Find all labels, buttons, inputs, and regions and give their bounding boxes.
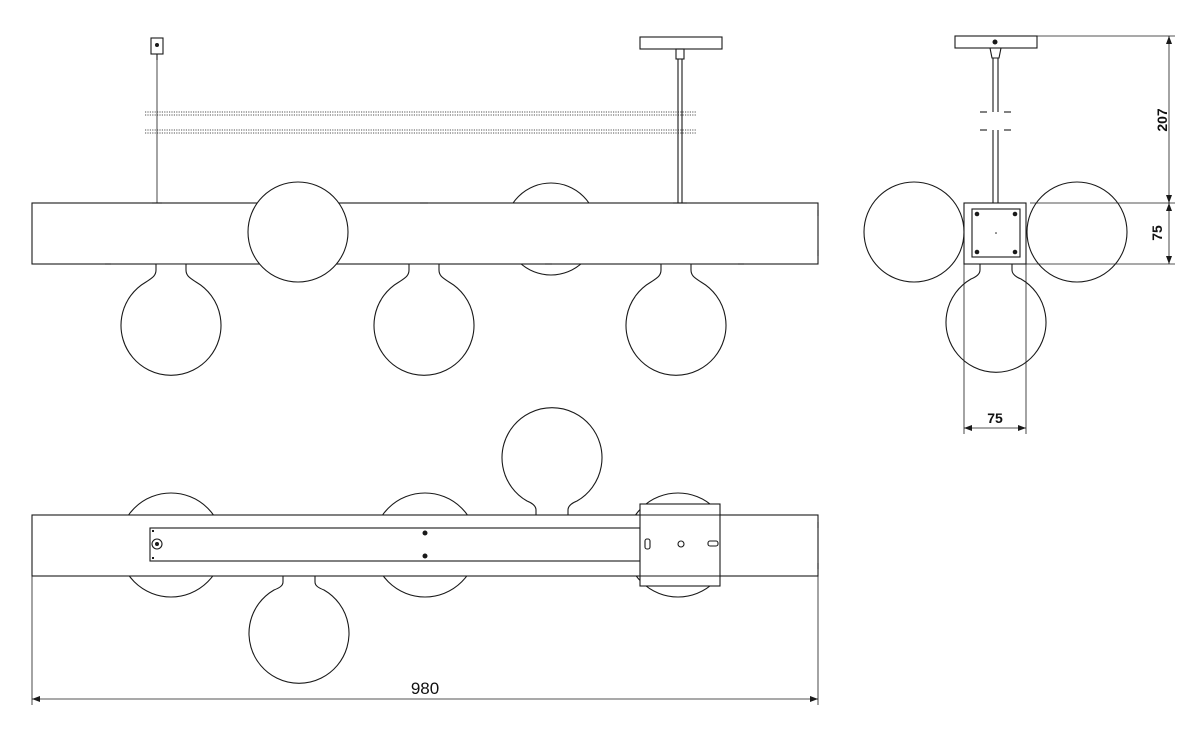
ceiling-canopy-side [954, 35, 1038, 49]
globe-hanging-2 [373, 263, 475, 376]
globe-upper-front-view [247, 181, 349, 283]
rail-screw-left [151, 538, 163, 550]
globe-side-bottom [945, 263, 1047, 373]
plan-view: 980 [31, 407, 819, 705]
label-length-total: 980 [411, 679, 439, 698]
label-width-body: 75 [987, 410, 1003, 426]
label-height-body: 75 [1149, 225, 1165, 241]
dimension-height-suspension [1030, 35, 1175, 204]
globe-hanging-1 [120, 263, 222, 376]
canopy-connector [989, 47, 1002, 59]
mount-plate [971, 208, 1021, 258]
bar-marks [105, 202, 819, 265]
label-height-suspension: 207 [1154, 108, 1170, 132]
ceiling-canopy-front [639, 36, 723, 60]
bar-profile [963, 202, 1027, 265]
globe-plan-upper [501, 407, 603, 516]
globe-hanging-3 [625, 263, 727, 376]
ceiling-clip-left [150, 37, 164, 60]
break-marks-side [980, 111, 1011, 131]
front-view [31, 36, 819, 376]
globe-side-right [1026, 181, 1128, 283]
break-marks-front [145, 111, 697, 134]
dimension-width-body [963, 264, 1027, 434]
globe-plan-lower [248, 575, 350, 684]
globe-side-left [863, 181, 965, 283]
dimension-height-body [1026, 203, 1175, 265]
lamp-bar-front-view [31, 202, 819, 265]
side-view: 207 75 75 [863, 35, 1175, 434]
dimension-length-total [31, 576, 819, 705]
junction-box [639, 503, 721, 587]
